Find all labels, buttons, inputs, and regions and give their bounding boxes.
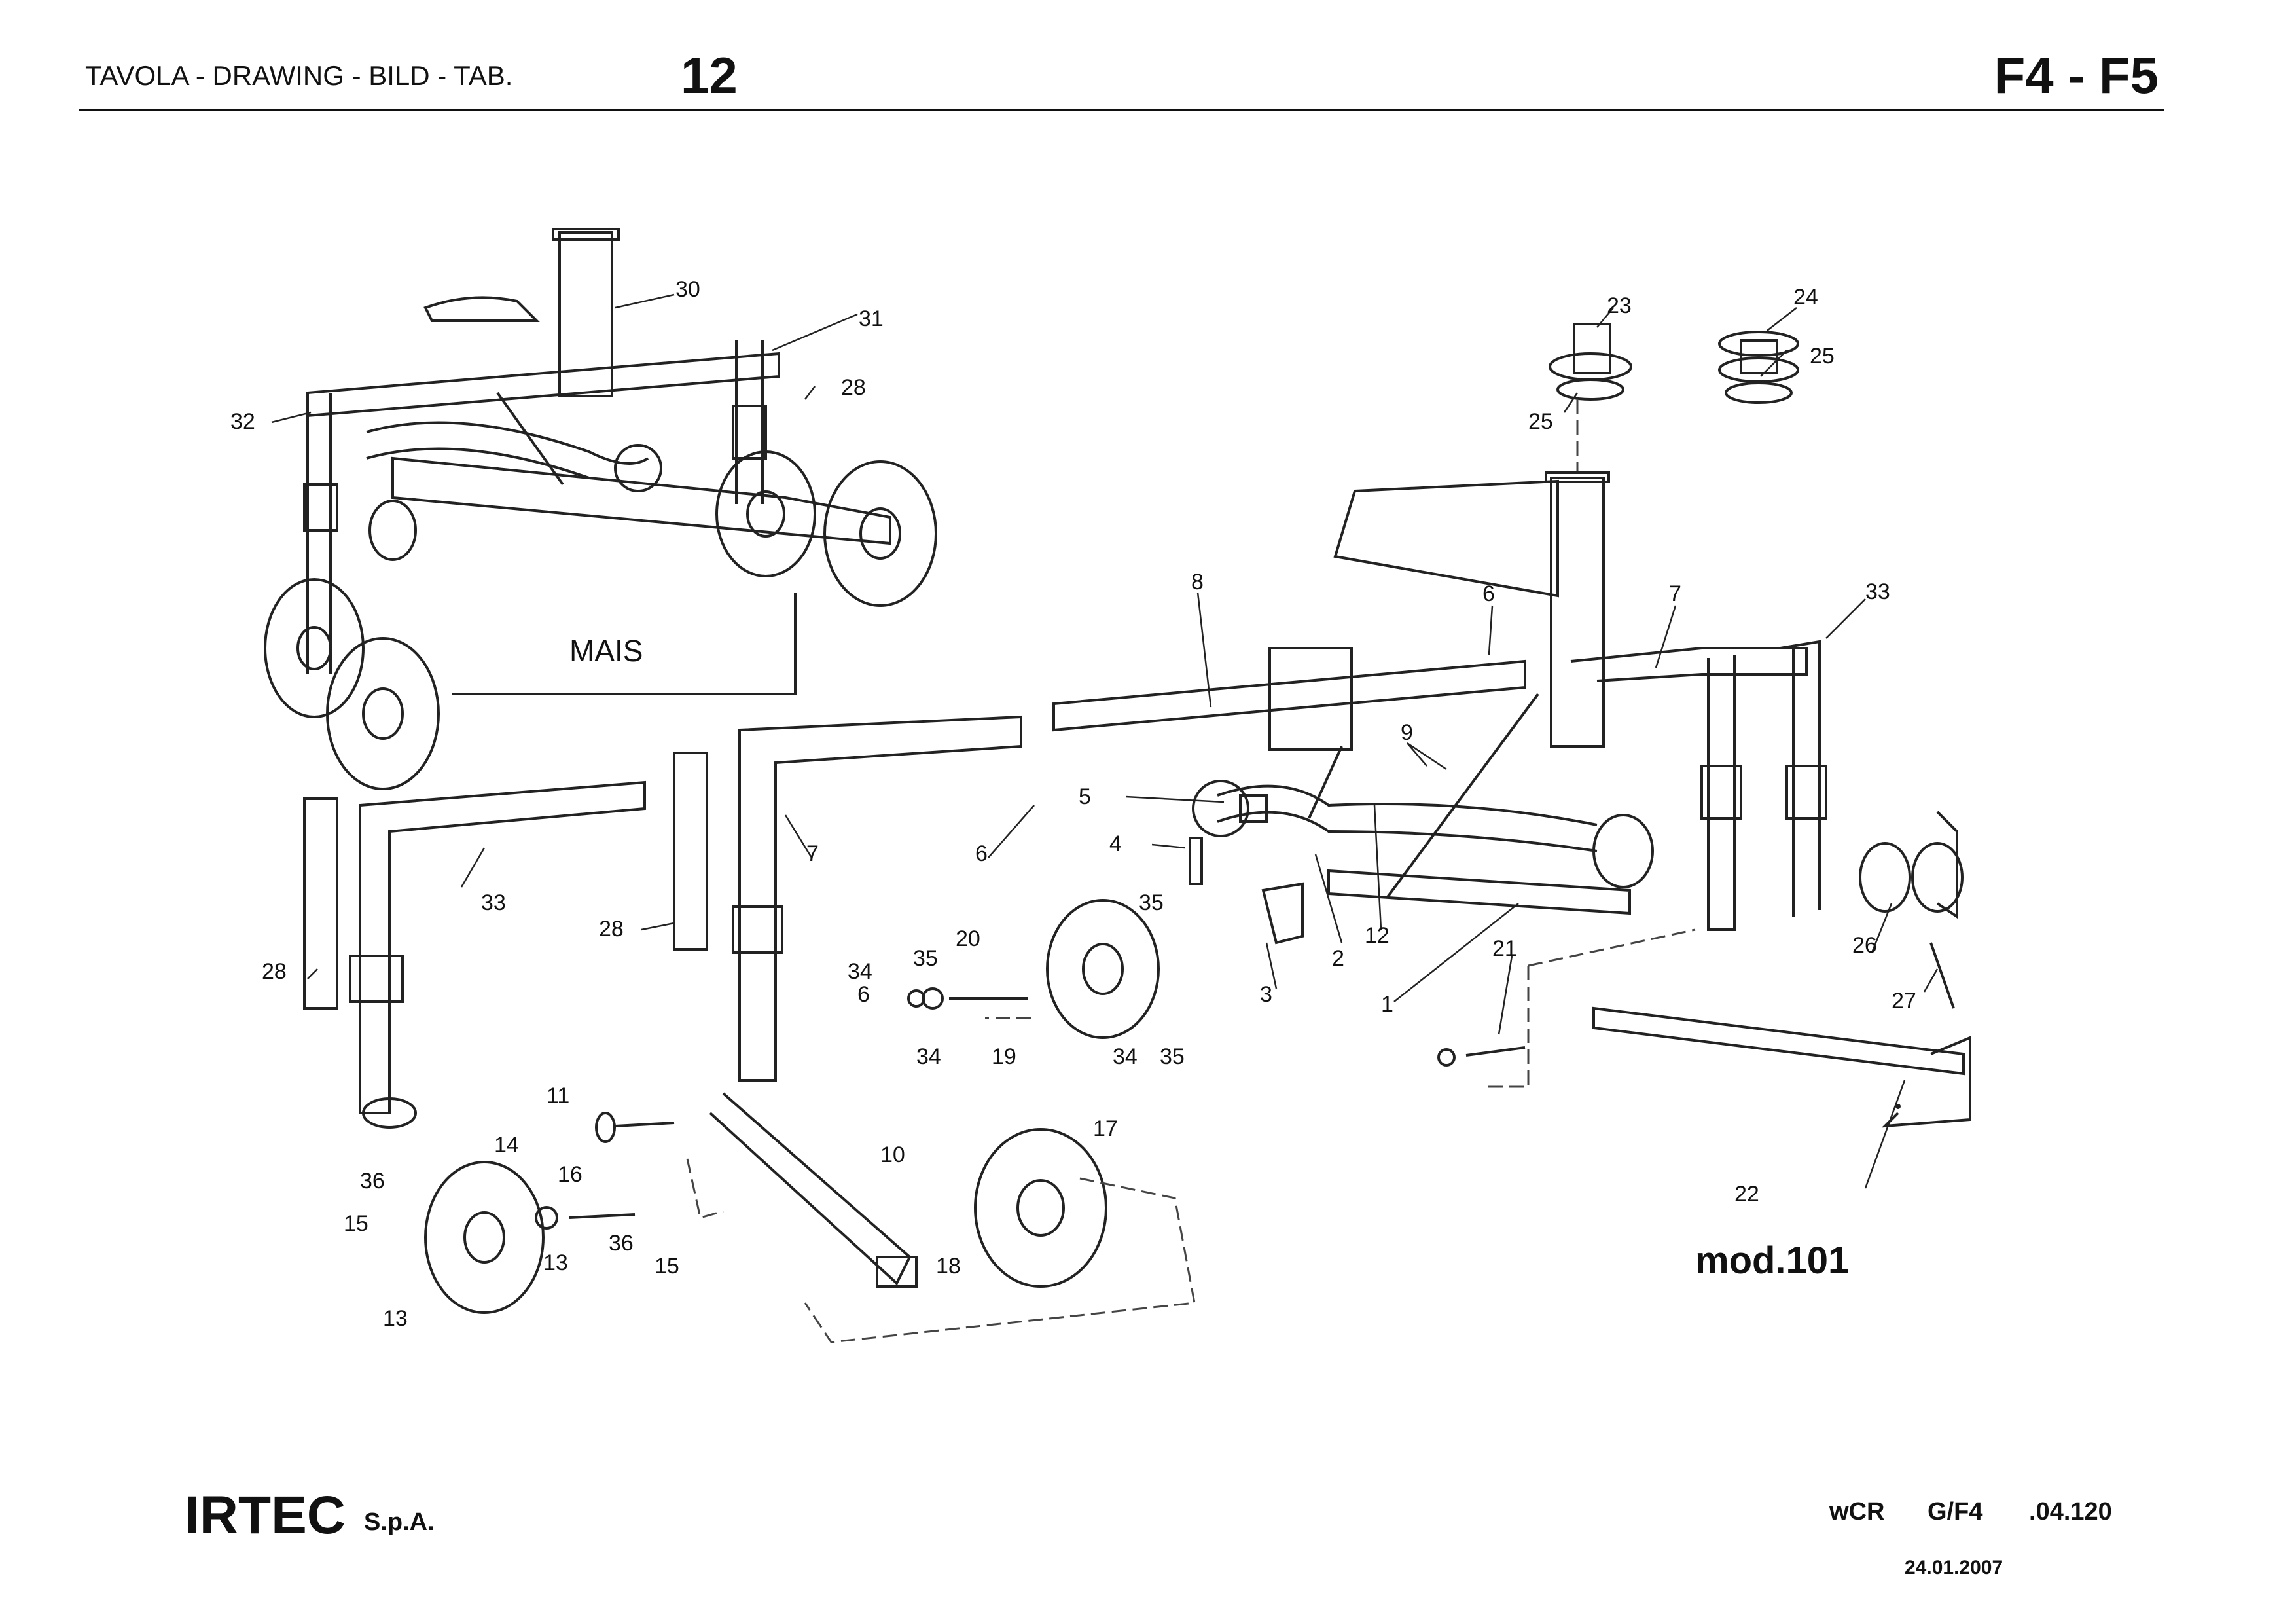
callout-label: 23 [1607,293,1632,318]
upright-brackets [303,715,1022,1288]
callout-label: 15 [655,1254,679,1279]
callout-label: 35 [913,946,938,971]
callout-label: 18 [936,1254,961,1279]
callout-label: 2 [1332,946,1344,971]
callout-label: 20 [956,926,980,951]
callout-label: 6 [975,841,988,866]
model-range: F4 - F5 [1994,46,2159,104]
rear-bar [1592,1006,1971,1128]
callout-label: 13 [383,1306,408,1331]
table-number: 12 [681,46,738,104]
mais-inset-assembly [264,228,937,790]
callout-label: 33 [1865,579,1890,604]
brand-suffix: S.p.A. [364,1508,435,1536]
callout-label: 13 [543,1250,568,1275]
callout-label: 1 [1381,992,1393,1017]
mais-inset-label: MAIS [569,634,643,668]
callout-label: 34 [848,959,872,984]
callout-label: 36 [360,1169,385,1194]
callout-label: 30 [675,277,700,302]
callout-label: 14 [494,1133,519,1158]
callout-label: 31 [859,306,884,331]
callout-label: 5 [1079,784,1091,809]
callout-label: 15 [344,1211,368,1236]
callout-label: 19 [992,1044,1016,1069]
callout-label: 7 [806,841,819,866]
callout-label: 26 [1852,933,1877,958]
callout-label: 4 [1109,831,1122,856]
callout-label: 11 [547,1084,569,1108]
flange-parts [1549,323,1799,404]
callout-label: 8 [1191,570,1204,594]
callout-label: 17 [1093,1116,1118,1141]
doc-code-2: G/F4 [1928,1498,1983,1525]
wheels [424,899,1160,1314]
callout-label: 36 [609,1231,634,1256]
callout-label: 6 [1482,581,1495,606]
model-label: mod.101 [1695,1239,1849,1282]
header-divider [79,109,2164,111]
callout-label: 32 [230,409,255,434]
callout-label: 9 [1401,720,1413,745]
callout-label: 28 [599,917,624,941]
callout-label: 25 [1810,344,1835,369]
callout-label: 25 [1528,409,1553,434]
callout-label: 3 [1260,982,1272,1007]
callout-label: 16 [558,1162,583,1187]
callout-label: 7 [1669,581,1681,606]
callout-label: 21 [1492,936,1517,961]
main-frame-assembly [1052,471,1827,931]
callout-label: 28 [262,959,287,984]
callout-label: 24 [1793,285,1818,310]
callout-label: 10 [880,1142,905,1167]
callout-label: 35 [1160,1044,1185,1069]
latch-parts [1859,811,1964,1009]
callout-label: 34 [1113,1044,1138,1069]
callout-label: 33 [481,890,506,915]
callout-label: 12 [1365,923,1390,948]
callout-label: 6 [857,982,870,1007]
drawing-title: TAVOLA - DRAWING - BILD - TAB. [85,60,513,91]
doc-date: 24.01.2007 [1905,1557,2003,1578]
brand-name: IRTEC [185,1486,346,1545]
callout-label: 34 [916,1044,941,1069]
doc-code-1: wCR [1829,1498,1885,1525]
callout-labels: 30 31 32 28 23 24 25 25 8 6 7 33 9 7 6 5… [230,277,1916,1331]
callout-label: 22 [1734,1182,1759,1207]
doc-code-3: .04.120 [2029,1498,2112,1525]
callout-label: 35 [1139,890,1164,915]
callout-label: 27 [1892,989,1916,1013]
axles-and-pins [535,837,1901,1230]
callout-label: 28 [841,375,866,400]
